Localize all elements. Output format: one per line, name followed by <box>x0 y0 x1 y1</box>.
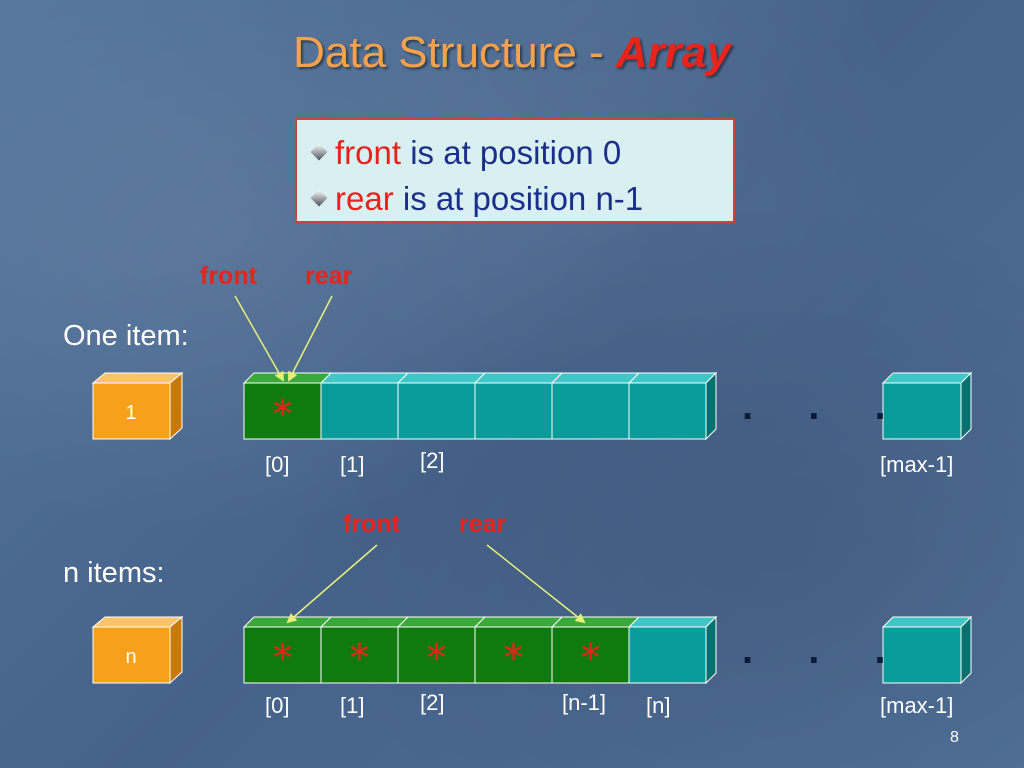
page-number: 8 <box>950 729 959 746</box>
row1-front-arrow <box>234 295 284 382</box>
row2-cell <box>243 626 322 684</box>
info-text-front: is at position 0 <box>401 134 622 171</box>
slide-title: Data Structure - Array <box>0 28 1024 78</box>
row2-index-0: [0] <box>265 693 290 718</box>
info-text-rear: is at position n-1 <box>393 180 644 217</box>
row1-rear-label: rear <box>305 262 353 290</box>
info-keyword-rear: rear <box>335 180 394 217</box>
row2-cell-top <box>550 616 641 628</box>
row1-cell-top <box>396 372 487 384</box>
row2-index-1: [1] <box>340 693 365 718</box>
row1-count-box <box>91 371 184 441</box>
row2-front-label: front <box>343 510 400 538</box>
row2-cell <box>320 626 399 684</box>
row2-last-cell <box>881 615 973 685</box>
row2-cell-value: * <box>581 636 600 680</box>
row1-last-cell <box>881 371 973 441</box>
row2-index-2: [2] <box>420 690 445 715</box>
info-box: front is at position 0 rear is at positi… <box>295 118 735 223</box>
row1-cell-top <box>550 372 641 384</box>
row1-rear-arrow <box>288 295 333 382</box>
row1-index-0: [0] <box>265 452 290 477</box>
info-line-rear: rear is at position n-1 <box>310 176 733 222</box>
row2-cell-top <box>396 616 487 628</box>
row1-cell-value: * <box>273 392 292 436</box>
row1-cell-top <box>627 372 718 384</box>
row2-index-n-1: [n-1] <box>562 690 607 715</box>
row1-cell <box>243 382 322 440</box>
row2-label: n items: <box>63 557 165 589</box>
row1-label: One item: <box>63 320 189 352</box>
row2-cell-top <box>627 616 718 628</box>
row2-array: * * * * * <box>242 615 718 685</box>
row2-ellipsis: . . . <box>742 628 908 672</box>
row2-array-side <box>705 615 717 685</box>
row1-array-side <box>705 371 717 441</box>
row2-cell-top <box>319 616 410 628</box>
info-line-front: front is at position 0 <box>310 130 733 176</box>
row2-cell-value: * <box>350 636 369 680</box>
row1-cell <box>474 382 553 440</box>
title-emphasis: Array <box>615 28 731 77</box>
row2-count-value: n <box>125 646 136 668</box>
row2-cell-top <box>242 616 333 628</box>
row1-ellipsis: . . . <box>742 384 908 428</box>
row2-front-arrow <box>286 544 378 624</box>
row2-rear-label: rear <box>459 510 507 538</box>
row2-rear-arrow <box>486 544 586 624</box>
row2-cell <box>628 626 707 684</box>
row1-index-1: [1] <box>340 452 365 477</box>
row2-index-max: [max-1] <box>880 693 954 718</box>
row2-index-n: [n] <box>646 693 671 718</box>
row2-cell-value: * <box>273 636 292 680</box>
row1-array: * <box>242 371 718 441</box>
row1-cell <box>628 382 707 440</box>
row1-cell-top <box>319 372 410 384</box>
row1-cell-top <box>242 372 333 384</box>
row1-cell <box>320 382 399 440</box>
row1-count-value: 1 <box>125 402 136 424</box>
title-main: Data Structure - <box>293 28 616 77</box>
row2-cell-value: * <box>427 636 446 680</box>
row1-index-max: [max-1] <box>880 452 954 477</box>
row1-cell <box>551 382 630 440</box>
row1-cell-top <box>473 372 564 384</box>
row2-cell-top <box>473 616 564 628</box>
row2-cell <box>474 626 553 684</box>
info-keyword-front: front <box>335 134 402 171</box>
row2-cell <box>551 626 630 684</box>
row1-front-label: front <box>200 262 257 290</box>
row1-index-2: [2] <box>420 448 445 473</box>
row2-cell-value: * <box>504 636 523 680</box>
row1-cell <box>397 382 476 440</box>
row2-count-box <box>91 615 184 685</box>
